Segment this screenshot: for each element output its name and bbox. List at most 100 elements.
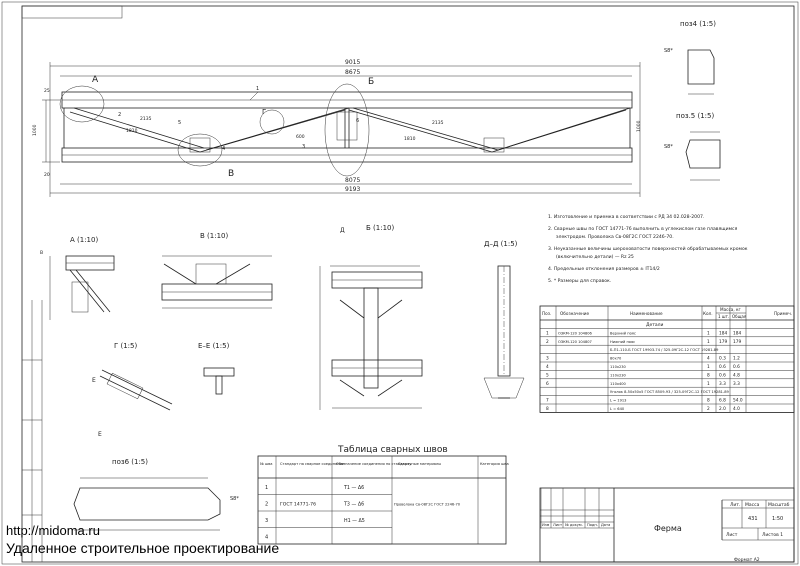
spec-header: Кол.	[703, 311, 713, 316]
scale-label: Масштаб	[768, 502, 790, 508]
view-ee: Е–Е (1:5)	[198, 342, 235, 395]
spec-cell-mass-unit: 6.8	[719, 398, 726, 404]
weld-cell-code: Т3 — Δ6	[343, 502, 364, 508]
weld-header: Категория шва	[480, 462, 509, 466]
view-a-title: А (1:10)	[70, 236, 98, 244]
spec-header: Обозначение	[560, 311, 589, 316]
spec-cell-qty: 1	[707, 339, 710, 345]
dim-chord-top: 8675	[345, 69, 360, 76]
weld-table-title: Таблица сварных швов	[337, 445, 448, 455]
mass-value: 431	[748, 516, 758, 522]
dim-label: 2135	[432, 120, 444, 126]
gusset-plate	[189, 137, 211, 153]
weld-cell-no: 3	[265, 518, 268, 524]
binding-strip-cells	[22, 359, 42, 516]
svg-text:Е: Е	[98, 431, 102, 438]
dim-label: 1000	[636, 120, 642, 132]
weld-header: Стандарт на сварное соединение	[280, 462, 345, 466]
spec-cell-name: Нижний пояс	[610, 340, 635, 344]
detail-circle-a	[59, 85, 105, 123]
spec-cell-qty: 8	[707, 398, 710, 404]
dim-chord-bottom: 8075	[345, 177, 360, 184]
spec-header: Масса, кг	[720, 307, 741, 312]
dim-label: 1810	[404, 136, 416, 142]
detail-circle-v	[177, 133, 223, 167]
note-5: 5. * Размеры для справок.	[548, 278, 611, 284]
format-label: Формат А2	[734, 557, 760, 563]
weld-cell-no: 1	[265, 485, 268, 491]
spec-cell-mass-total: 3.3	[733, 381, 740, 387]
dim-label: 25	[44, 88, 50, 94]
sheet-inner-frame	[21, 5, 795, 563]
poz4-title: поз4 (1:5)	[680, 20, 716, 28]
sheets-label: Листов 1	[762, 532, 783, 538]
spec-header: Поз.	[542, 311, 551, 316]
note-2: 2. Сварные швы по ГОСТ 14771-76 выполнит…	[548, 226, 738, 232]
weld-table: № шва Стандарт на сварное соединениеОбозн…	[257, 455, 509, 545]
view-g-title: Г (1:5)	[114, 342, 137, 350]
spec-cell-name: 110х230	[610, 373, 627, 377]
weld-cell-no: 4	[265, 535, 268, 541]
svg-text:S8*: S8*	[664, 48, 673, 54]
stamp-col-label: Подп.	[587, 523, 598, 527]
stamp-col-label: № докум.	[565, 523, 583, 527]
view-a: А (1:10) В	[40, 236, 115, 320]
weld-header: Сварочные материалы	[398, 462, 441, 466]
spec-cell-code: ОЗКМ-120 104807	[558, 340, 592, 344]
spec-subheader: 1 шт.	[718, 314, 729, 319]
callout-a: А	[92, 75, 99, 85]
view-ee-title: Е–Е (1:5)	[198, 342, 230, 350]
note-2-cont: электродом. Проволока Св-08Г2С ГОСТ 2246…	[556, 234, 674, 240]
view-dd-title: Д–Д (1:5)	[484, 240, 518, 248]
spec-cell-mass-unit: 184	[719, 330, 727, 336]
part-mark: 3	[302, 144, 305, 150]
spec-cell-qty: 4	[707, 356, 710, 362]
technical-notes: 1. Изготовление и приемка в соответствии…	[548, 214, 748, 284]
spec-subheader: Общая	[732, 314, 747, 319]
spec-cell-name: 110х400	[610, 382, 627, 386]
view-b-title: Б (1:10)	[366, 224, 394, 232]
spec-cell-mass-total: 179	[733, 339, 741, 345]
weld-cell-code: Т1 — Δ6	[343, 485, 364, 491]
callout-g: Г	[262, 108, 266, 116]
lit-label: Лит.	[730, 502, 740, 508]
stamp-col-label: Дата	[601, 523, 610, 527]
weld-cell-no: 2	[265, 502, 268, 508]
view-v-title: В (1:10)	[200, 232, 228, 240]
callout-b: Б	[368, 77, 374, 87]
svg-text:S8*: S8*	[230, 496, 239, 502]
detail-poz4: поз4 (1:5) S8*	[664, 20, 716, 95]
note-1: 1. Изготовление и приемка в соответствии…	[548, 214, 704, 220]
drawing-title: Ферма	[654, 524, 682, 533]
weld-header: № шва	[260, 462, 273, 466]
weld-cell-material: Проволока Св-08Г2С ГОСТ 2246-70	[394, 503, 461, 507]
callout-v: В	[228, 169, 234, 179]
weld-cell-code: Н1 — Δ5	[344, 518, 365, 524]
part-mark: 5	[178, 120, 181, 126]
spec-cell-mass-total: 184	[733, 330, 741, 336]
spec-cell-qty: 1	[707, 330, 710, 336]
spec-cell-mass-total: 4.0	[733, 406, 740, 412]
weld-cell-standard: ГОСТ 14771-76	[280, 502, 316, 508]
spec-cell-pos: 6	[546, 381, 549, 387]
stamp-col-label: Изм	[542, 523, 550, 527]
mass-label: Масса	[745, 502, 760, 508]
watermark-text: Удаленное строительное проектирование	[6, 540, 280, 556]
detail-poz6: поз6 (1:5) S8*	[73, 458, 239, 531]
part-mark: 1	[256, 86, 259, 92]
svg-text:Д: Д	[340, 227, 345, 234]
spec-cell-qty: 1	[707, 364, 710, 370]
weld-header: Обозначение соединения по стандарту	[336, 462, 412, 466]
dim-overall-bottom: 9193	[345, 186, 360, 193]
part-mark: 6	[356, 118, 359, 124]
watermark-url[interactable]: http://midoma.ru	[6, 523, 100, 538]
scale-value: 1:50	[772, 516, 783, 522]
spec-cell-pos: 5	[546, 372, 549, 378]
spec-cell-pos: 7	[546, 398, 549, 404]
part-mark: 4	[222, 146, 225, 152]
spec-cell-mass-total: 1.2	[733, 356, 740, 362]
